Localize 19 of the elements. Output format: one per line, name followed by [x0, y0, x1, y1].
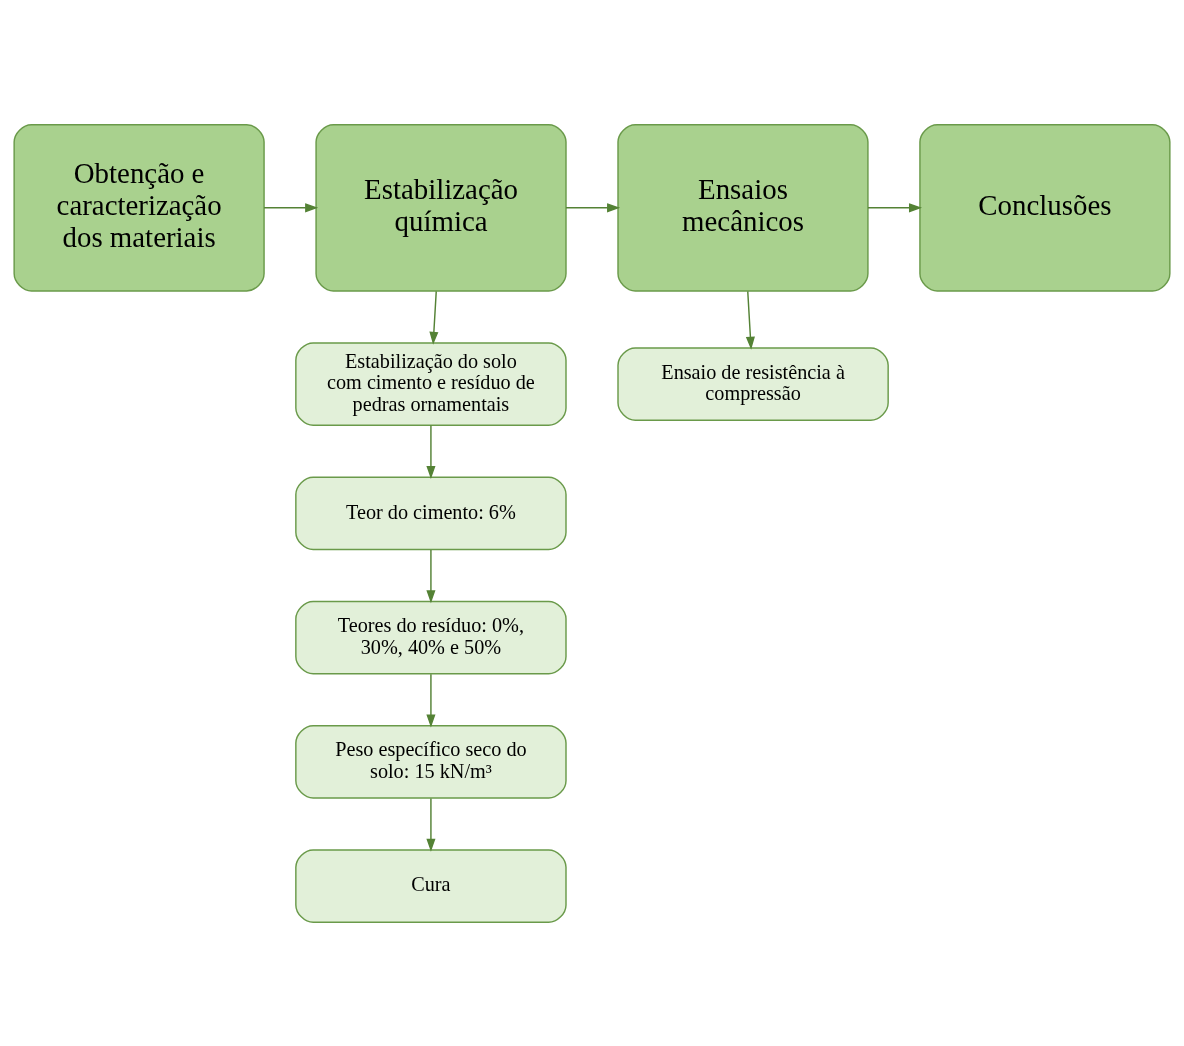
- node-box: Teores do resíduo: 0%, 30%, 40% e 50%: [295, 600, 567, 674]
- arrow: [745, 290, 755, 350]
- node-box: Cura: [295, 848, 567, 923]
- node-box: Peso específico seco do solo: 15 kN/m³: [295, 724, 567, 799]
- arrow: [426, 424, 436, 479]
- node-box: Ensaios mecânicos: [617, 123, 869, 292]
- arrow: [426, 672, 436, 728]
- node-box: Ensaio de resistência à compressão: [617, 346, 889, 421]
- node-box: Conclusões: [919, 123, 1171, 292]
- arrow: [429, 290, 439, 345]
- node-box: Estabilização química: [315, 123, 567, 292]
- node-box: Obtenção e caracterização dos materiais: [13, 123, 265, 292]
- arrow: [565, 202, 621, 212]
- arrow: [426, 797, 436, 852]
- arrow: [426, 548, 436, 603]
- node-box: Estabilização do solo com cimento e resíduo de pedras ornamentais: [295, 341, 567, 426]
- arrow: [867, 202, 922, 212]
- node-box: Teor do cimento: 6%: [295, 476, 567, 550]
- arrow: [263, 202, 319, 212]
